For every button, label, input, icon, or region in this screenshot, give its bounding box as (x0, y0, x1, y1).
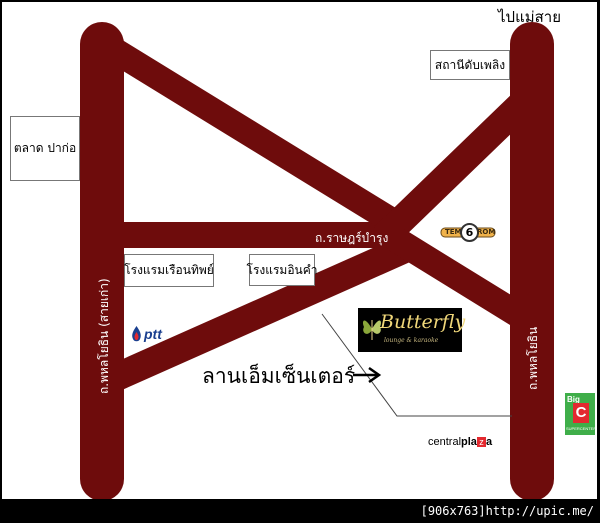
butterfly-lounge-logo: Butterfly lounge & karaoke (358, 308, 466, 352)
hotel-ruentip-label: โรงแรมเรือนทิพย์ (124, 254, 214, 287)
map-canvas: ไปแม่สาย สถานีดับเพลิง ตลาด ปาก่อ โรงแรม… (2, 2, 597, 499)
road-network (80, 22, 554, 499)
tem6-right-text: ROM (477, 228, 496, 236)
ptt-logo: ptt (131, 324, 162, 344)
road-diagonal-northeast (373, 80, 546, 248)
tem6-rom-logo: TEM 6 ROM (440, 223, 496, 242)
central-pla: pla (461, 436, 477, 448)
road-label-phahonyothin: ถ.พหลโยธิน (526, 326, 540, 390)
mall-access-path (321, 313, 512, 417)
road-diagonal-southwest (96, 235, 419, 394)
big-c-logo: Big C SUPERCENTER (565, 393, 597, 435)
big-c-supercenter-text: SUPERCENTER (566, 426, 597, 431)
tem6-number: 6 (460, 223, 479, 242)
destination-mae-sai-label: ไปแม่สาย (498, 8, 561, 26)
butterfly-subtitle: lounge & karaoke (384, 337, 439, 344)
big-c-big-text: Big (567, 395, 580, 404)
big-c-c-text: C (573, 403, 589, 423)
market-label: ตลาด ปาก่อ (10, 116, 80, 181)
central-prefix: central (428, 436, 462, 448)
butterfly-title: Butterfly (380, 311, 466, 333)
ptt-flame-icon (132, 325, 141, 341)
arrow-right-icon (353, 366, 382, 384)
road-label-ratbamrung: ถ.ราษฎร์บำรุง (315, 231, 389, 245)
central-z: z (476, 437, 486, 447)
central-a: a (485, 436, 493, 448)
footer-bar: [906x763]http://upic.me/ (0, 499, 600, 523)
road-to-fire-station (91, 31, 410, 237)
mall-label: ลานเอ็มเซ็นเตอร์ (202, 364, 356, 388)
ptt-text: ptt (144, 326, 162, 342)
footer-credit: [906x763]http://upic.me/ (420, 504, 594, 518)
hotel-inkham-label: โรงแรมอินคำ (247, 254, 318, 286)
road-label-phahonyothin-old: ถ.พหลโยธิน (สายเก่า) (97, 278, 111, 394)
tem6-left-text: TEM (445, 228, 462, 236)
butterfly-icon (362, 320, 382, 340)
road-ratbamrung-diagonal (384, 227, 543, 335)
fire-station-label: สถานีดับเพลิง (430, 50, 510, 80)
